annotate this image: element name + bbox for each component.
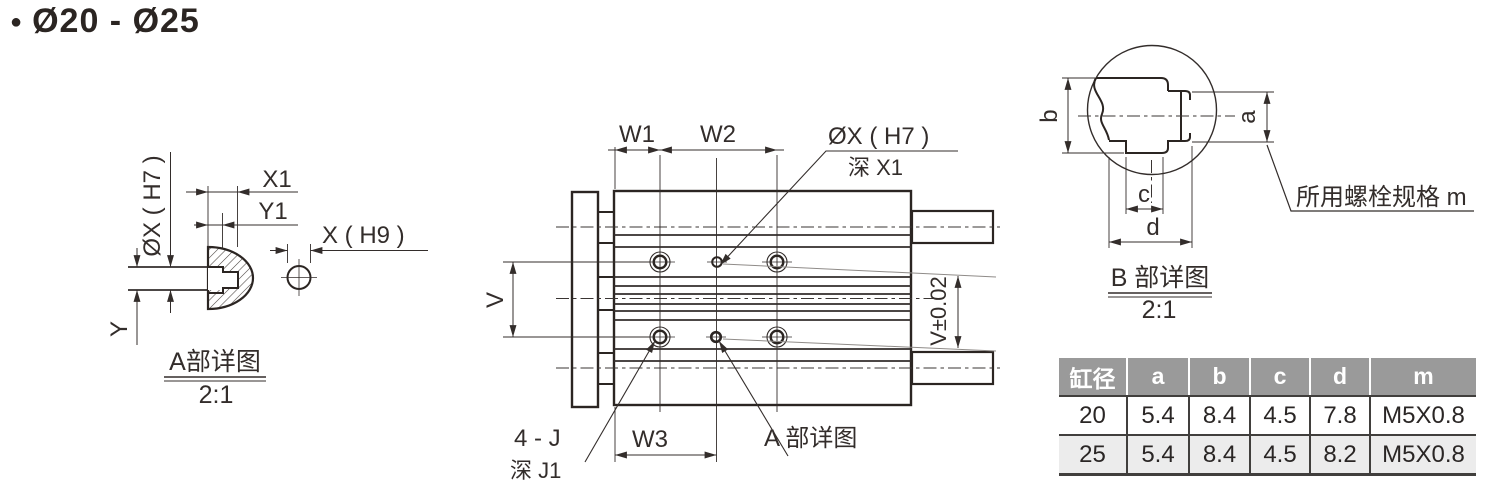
col-header-m: m [1369, 358, 1476, 395]
main-view [503, 146, 1000, 463]
page-title-text: Ø20 - Ø25 [32, 2, 200, 40]
detail-a-labels: X1 Y1 ØX ( H7 ) Y X ( H9 ) A部详图 2:1 [106, 155, 405, 409]
page-title: ● Ø20 - Ø25 [10, 2, 200, 41]
cell-25-b: 8.4 [1188, 434, 1249, 476]
dim-d-label: d [1146, 214, 1159, 241]
col-header-c: c [1249, 358, 1309, 395]
detail-a-view [128, 152, 428, 382]
bullet-icon: ● [10, 10, 23, 33]
dim-c-label: c [1138, 181, 1150, 208]
detail-b-scale: 2:1 [1142, 296, 1177, 324]
dim-x-h9-label: X ( H9 ) [322, 222, 405, 249]
table-row: 20 5.4 8.4 4.5 7.8 M5X0.8 [1059, 395, 1476, 434]
dim-ox-h7-label: ØX ( H7 ) [139, 155, 166, 256]
col-header-d: d [1309, 358, 1369, 395]
dim-v-label: V [482, 292, 509, 308]
screw-depth-label: 深 J1 [510, 458, 561, 483]
detail-a-title: A部详图 [169, 348, 261, 376]
cell-25-m: M5X0.8 [1369, 434, 1476, 476]
spec-table-header-row: 缸径 a b c d m [1059, 358, 1476, 395]
cell-25-c: 4.5 [1249, 434, 1309, 476]
detail-a-ref-label: A 部详图 [764, 425, 857, 452]
cell-20-b: 8.4 [1188, 395, 1249, 434]
dim-x1-label: X1 [262, 166, 291, 193]
cell-bore-20: 20 [1059, 395, 1126, 434]
cell-20-m: M5X0.8 [1369, 395, 1476, 434]
col-header-bore: 缸径 [1059, 358, 1126, 395]
col-header-b: b [1188, 358, 1249, 395]
dim-v-tol-label: V±0.02 [926, 276, 951, 346]
dim-y1-label: Y1 [258, 198, 287, 225]
bolt-note-label: 所用螺栓规格 m [1296, 184, 1467, 211]
end-plate [570, 190, 600, 409]
detail-b-view [1062, 44, 1474, 298]
detail-b-labels: b a c d 所用螺栓规格 m B 部详图 2:1 [1036, 109, 1467, 324]
spec-table: 缸径 a b c d m 20 5.4 8.4 4.5 7.8 M5X0.8 2… [1059, 358, 1476, 476]
dim-w1-label: W1 [619, 121, 655, 148]
main-view-labels: W1 W2 W3 ØX ( H7 ) 深 X1 4 - J 深 J1 V V±0… [482, 121, 951, 483]
cell-bore-25: 25 [1059, 434, 1126, 476]
col-header-a: a [1126, 358, 1188, 395]
detail-a-scale: 2:1 [199, 381, 234, 409]
table-row: 25 5.4 8.4 4.5 8.2 M5X0.8 [1059, 434, 1476, 476]
dim-y-label: Y [106, 321, 133, 337]
hole-spec-label: ØX ( H7 ) [828, 123, 929, 150]
dim-a-label: a [1234, 110, 1261, 124]
counterbore-holes [645, 251, 792, 348]
dim-b-label: b [1036, 109, 1063, 122]
hole-depth-label: 深 X1 [848, 155, 903, 180]
cell-20-a: 5.4 [1126, 395, 1188, 434]
screw-spec-label: 4 - J [514, 425, 561, 452]
cell-25-d: 8.2 [1309, 434, 1369, 476]
cell-25-a: 5.4 [1126, 434, 1188, 476]
detail-b-circle [1086, 44, 1218, 176]
dim-w3-label: W3 [632, 426, 668, 453]
detail-b-title: B 部详图 [1111, 264, 1210, 292]
dim-w2-label: W2 [700, 121, 736, 148]
cell-20-d: 7.8 [1309, 395, 1369, 434]
cell-20-c: 4.5 [1249, 395, 1309, 434]
